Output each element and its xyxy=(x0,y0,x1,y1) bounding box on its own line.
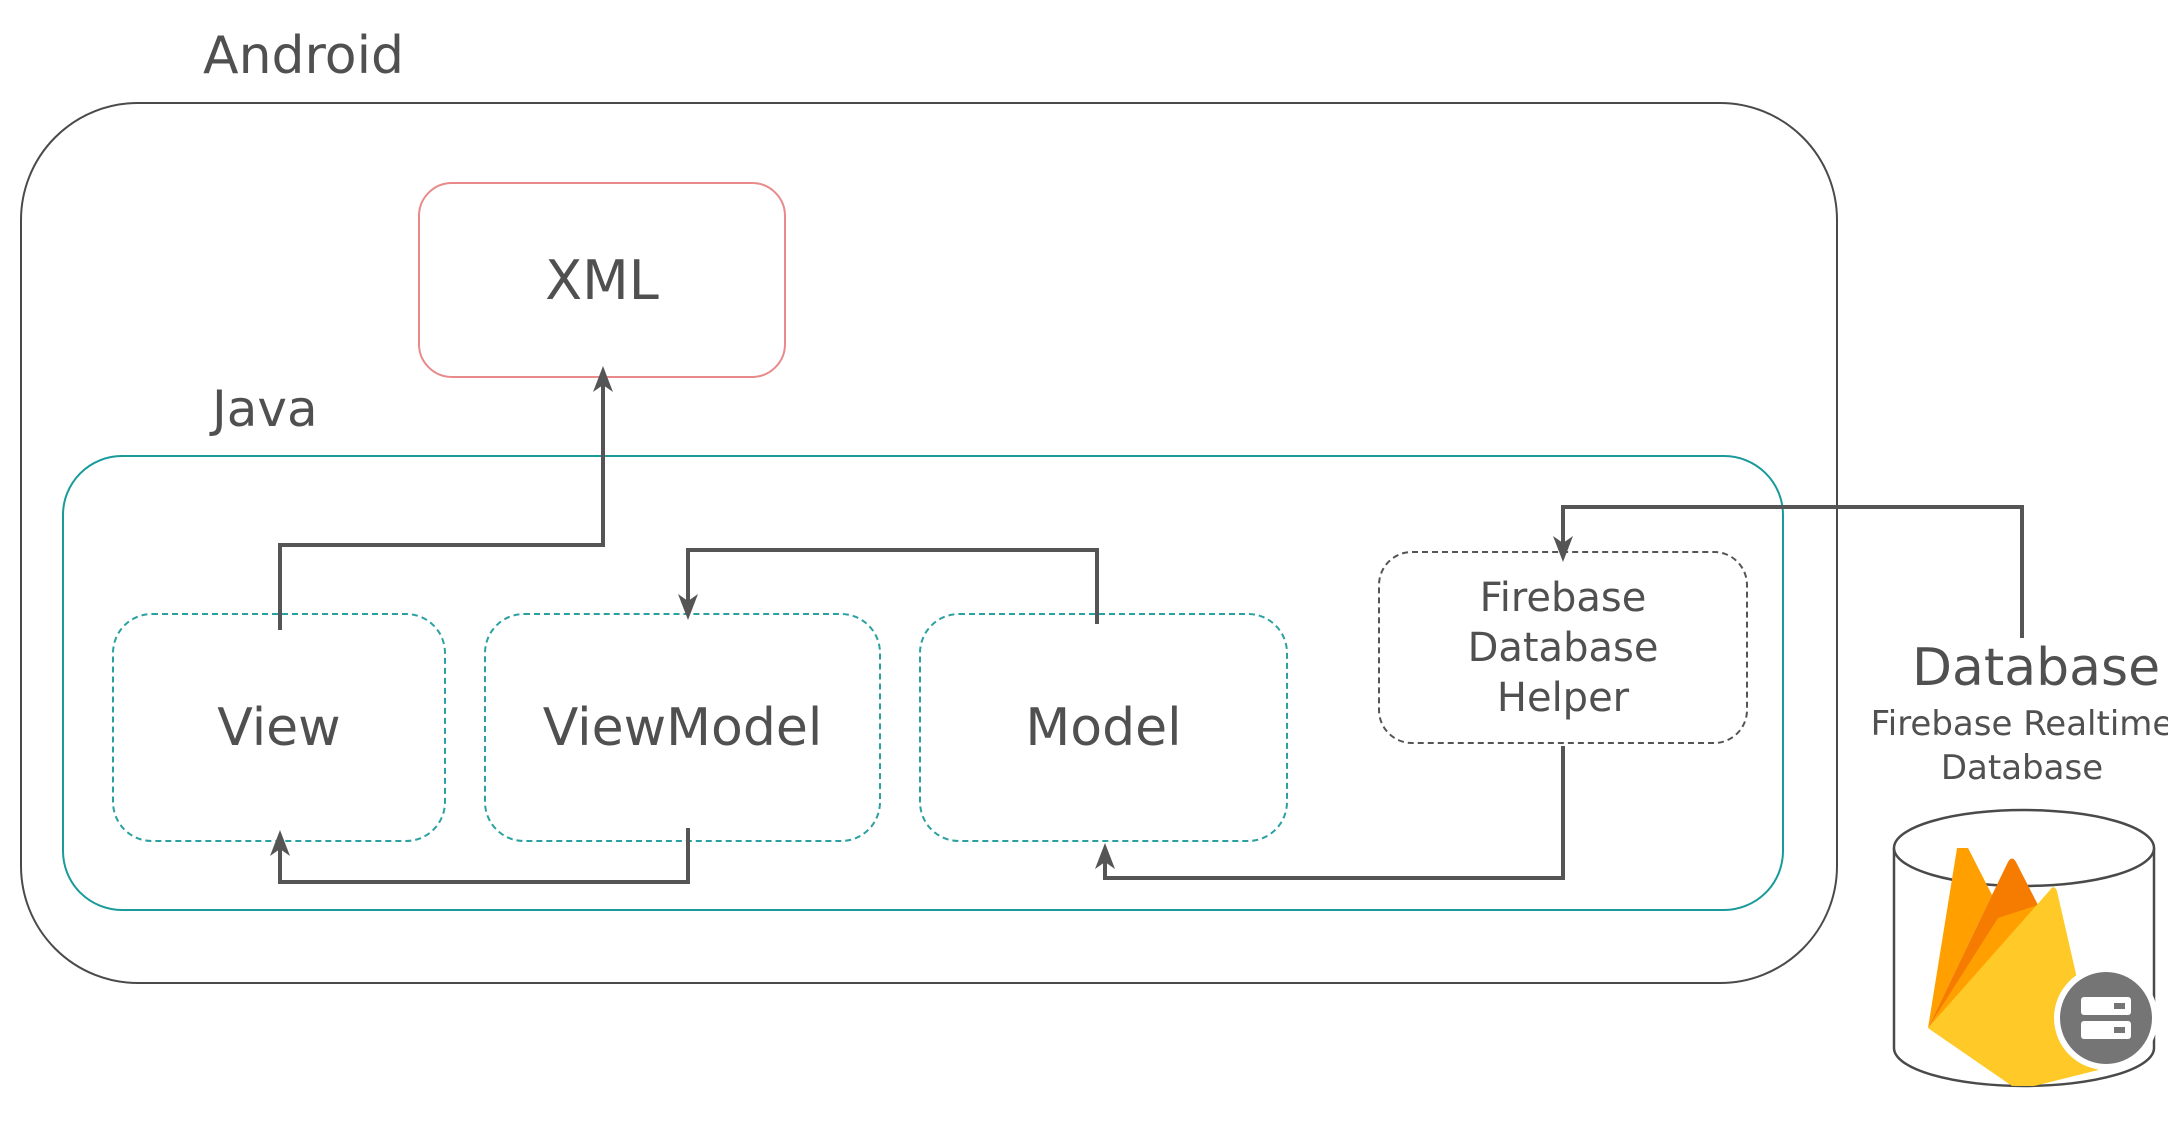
arrow-view-to-xml xyxy=(278,372,605,630)
android-container xyxy=(20,102,1838,984)
database-cylinder-icon xyxy=(1892,808,2158,1088)
database-title: Database xyxy=(1912,638,2161,698)
arrow-model-to-viewmodel xyxy=(686,548,1099,624)
arrow-helper-to-model xyxy=(1103,746,1565,880)
java-container xyxy=(62,455,1784,911)
viewmodel-label: ViewModel xyxy=(542,697,823,758)
database-subtitle-line1: Firebase Realtime xyxy=(1870,704,2168,744)
arrowhead-view xyxy=(270,830,290,856)
java-label: Java xyxy=(212,380,318,438)
arrow-database-to-helper xyxy=(1561,505,2024,638)
helper-label-line2: Helper xyxy=(1496,674,1630,721)
view-label: View xyxy=(217,697,341,758)
firebase-flame-icon xyxy=(1928,848,2098,1086)
arrowhead-helper xyxy=(1553,536,1573,562)
arrowhead-model xyxy=(1095,843,1115,869)
viewmodel-box: ViewModel xyxy=(484,613,881,842)
helper-label-line1: Firebase Database xyxy=(1467,574,1659,671)
arrow-viewmodel-to-view xyxy=(278,828,690,884)
server-stack-icon xyxy=(2054,966,2158,1070)
arrowhead-viewmodel xyxy=(678,594,698,620)
xml-label: XML xyxy=(545,248,659,312)
android-label: Android xyxy=(203,26,405,86)
model-label: Model xyxy=(1025,697,1182,758)
model-box: Model xyxy=(919,613,1288,842)
database-subtitle-line2: Database xyxy=(1940,748,2104,788)
arrowhead-xml xyxy=(593,366,613,392)
